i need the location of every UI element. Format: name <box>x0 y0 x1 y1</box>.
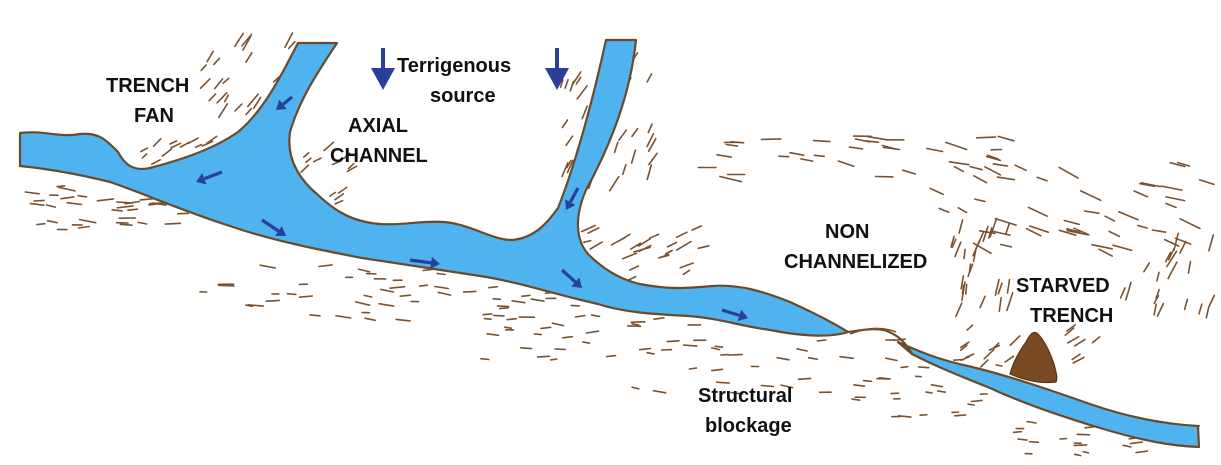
flow-arrow-icon <box>276 95 294 110</box>
starved-trench-label-line1: STARVED <box>1016 275 1110 297</box>
flow-arrows <box>196 95 748 322</box>
flow-arrow-icon <box>409 256 440 269</box>
sediment-mound-icon <box>1009 331 1058 384</box>
starved-trench-label-line2: TRENCH <box>1030 305 1113 327</box>
source-arrows <box>371 48 569 90</box>
structural-blockage-ridge <box>849 327 897 335</box>
structural-blockage-label-line2: blockage <box>705 415 792 437</box>
flow-arrow-icon <box>565 187 580 210</box>
structural-blockage-seafloor <box>847 328 913 355</box>
flow-arrow-icon <box>560 268 582 288</box>
flow-arrow-icon <box>261 218 286 236</box>
axial-channel-water <box>18 38 850 337</box>
terrigenous-source-label-line1: Terrigenous <box>397 55 511 77</box>
starved-trench-water <box>896 340 1201 449</box>
flow-arrow-icon <box>721 308 748 322</box>
trench-fan-label-line1: TRENCH <box>106 75 189 97</box>
terrigenous-source-label-line2: source <box>430 85 496 107</box>
down-arrow-icon <box>545 48 569 90</box>
structural-blockage-label-line1: Structural <box>698 385 792 407</box>
non-channelized-label-line1: NON <box>825 221 869 243</box>
non-channelized-label-line2: CHANNELIZED <box>784 251 927 273</box>
labels: TRENCH FAN Terrigenous source AXIAL CHAN… <box>106 55 1113 437</box>
axial-channel-label-line2: CHANNEL <box>330 145 428 167</box>
flow-arrow-icon <box>196 170 223 185</box>
down-arrow-icon <box>371 48 395 90</box>
trench-fan-label-line2: FAN <box>134 105 174 127</box>
axial-channel-label-line1: AXIAL <box>348 115 408 137</box>
